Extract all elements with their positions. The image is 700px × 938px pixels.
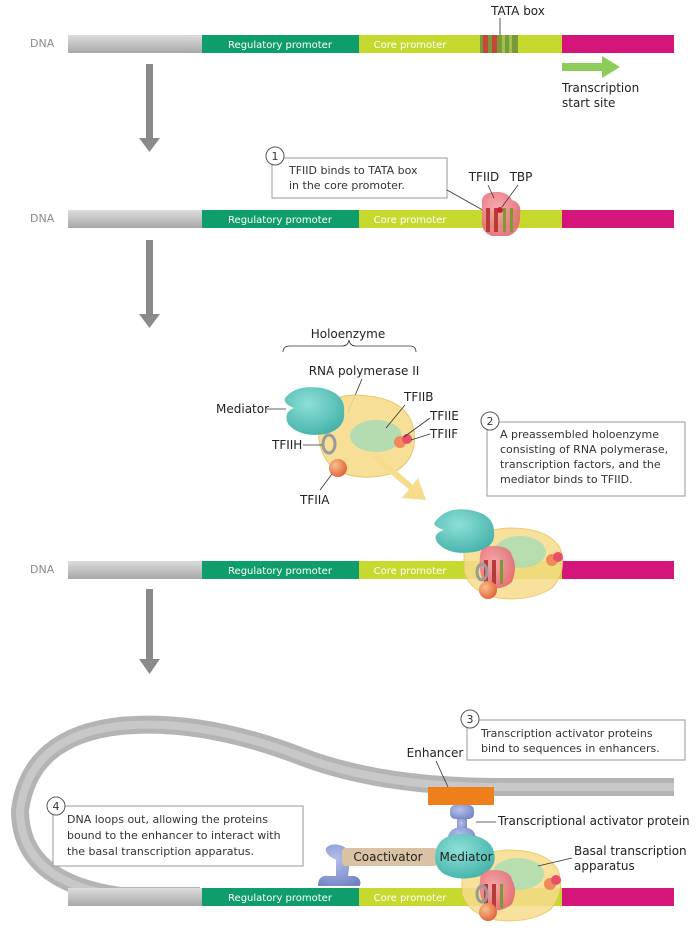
dna-row-1: DNA Regulatory promoter Core promoter TA… bbox=[30, 4, 674, 110]
regulatory-promoter-label: Regulatory promoter bbox=[228, 40, 333, 51]
tfiih-shape bbox=[321, 433, 337, 455]
step-1-callout: 1 TFIID binds to TATA box in the core pr… bbox=[265, 146, 489, 214]
holoenzyme-bracket bbox=[282, 339, 417, 353]
tfiid-leader bbox=[487, 184, 495, 199]
dna-label: DNA bbox=[30, 212, 55, 225]
tfiia-leader bbox=[319, 473, 333, 491]
step-1-box bbox=[271, 157, 448, 199]
step-3-line-2: bind to sequences in enhancers. bbox=[481, 742, 660, 755]
step-2-line-3: transcription factors, and the bbox=[500, 458, 661, 471]
transcription-start-label-1: Transcription bbox=[561, 81, 639, 95]
dna-label: DNA bbox=[30, 563, 55, 576]
tfiie-label: TFIIE bbox=[429, 409, 459, 423]
transcription-start-label-2: start site bbox=[562, 96, 615, 110]
enhancer-segment bbox=[428, 787, 494, 805]
bound-holoenzyme bbox=[434, 509, 564, 600]
step-2-callout: 2 A preassembled holoenzyme consisting o… bbox=[480, 411, 686, 497]
dna-row-3: DNA Regulatory promoter Core promoter bbox=[30, 509, 674, 600]
core-promoter-label: Core promoter bbox=[374, 215, 448, 226]
step-4-line-2: bound to the enhancer to interact with bbox=[67, 829, 281, 842]
tfiia-label: TFIIA bbox=[299, 493, 330, 507]
step-1-number: 1 bbox=[272, 150, 279, 163]
step-3-number: 3 bbox=[467, 713, 474, 726]
tfiif-label: TFIIF bbox=[429, 427, 458, 441]
tfiib-shape bbox=[350, 420, 402, 452]
step-3-line-1: Transcription activator proteins bbox=[480, 727, 653, 740]
mediator-label: Mediator bbox=[216, 402, 269, 416]
tata-box-segment bbox=[480, 35, 518, 53]
step-arrow-1 bbox=[139, 64, 160, 152]
gene-segment bbox=[562, 888, 674, 906]
dna-label: DNA bbox=[30, 37, 55, 50]
step-arrow-2 bbox=[139, 240, 160, 328]
coactivator-bar bbox=[342, 848, 438, 866]
tfiid-label: TFIID bbox=[468, 170, 500, 184]
step-1-badge bbox=[265, 146, 285, 166]
tfiie-leader bbox=[403, 417, 431, 438]
step-1-pointer bbox=[446, 189, 489, 214]
regulatory-promoter-label: Regulatory promoter bbox=[228, 566, 333, 577]
holoenzyme-assembly: Holoenzyme RNA polymerase II Mediator TF… bbox=[216, 327, 459, 507]
step-3-box bbox=[466, 719, 686, 761]
holoenzyme-label: Holoenzyme bbox=[311, 327, 386, 341]
coactivator-label: Coactivator bbox=[353, 850, 422, 864]
step-1-line-2: in the core promoter. bbox=[289, 179, 405, 192]
step-2-line-2: consisting of RNA polymerase, bbox=[500, 443, 668, 456]
regulatory-promoter-segment bbox=[202, 888, 359, 906]
tfiif-shape bbox=[402, 434, 412, 444]
step-3-badge bbox=[460, 709, 480, 729]
transcription-start-arrow bbox=[562, 56, 620, 78]
regulatory-promoter-segment bbox=[202, 210, 359, 228]
basal-apparatus-label-2: apparatus bbox=[574, 859, 635, 873]
enhancer-leader bbox=[435, 760, 449, 788]
step-2-badge bbox=[480, 411, 500, 431]
step-3-callout: 3 Transcription activator proteins bind … bbox=[460, 709, 686, 761]
step-2-box bbox=[486, 421, 686, 497]
gene-segment bbox=[562, 561, 674, 579]
tfiib-leader bbox=[385, 404, 406, 429]
basal-apparatus-shape bbox=[435, 834, 562, 922]
step-2-number: 2 bbox=[487, 415, 494, 428]
core-promoter-label: Core promoter bbox=[374, 40, 448, 51]
regulatory-promoter-segment bbox=[202, 35, 359, 53]
regulatory-promoter-segment bbox=[202, 561, 359, 579]
tata-box-label: TATA box bbox=[490, 4, 545, 18]
enhancer-label: Enhancer bbox=[407, 746, 464, 760]
activator-protein-label: Transcriptional activator protein bbox=[497, 814, 690, 828]
regulatory-promoter-label: Regulatory promoter bbox=[228, 893, 333, 904]
step-2-line-4: mediator binds to TFIID. bbox=[500, 473, 633, 486]
gene-segment bbox=[562, 35, 674, 53]
dna-loop-row: Enhancer Regulatory promoter Core promot… bbox=[10, 715, 690, 922]
step-4-number: 4 bbox=[53, 800, 60, 813]
step-4-box bbox=[52, 805, 304, 867]
tfiib-label: TFIIB bbox=[403, 390, 434, 404]
step-4-callout: 4 DNA loops out, allowing the proteins b… bbox=[46, 796, 304, 867]
tfiid-complex bbox=[481, 191, 521, 236]
gene-segment bbox=[562, 210, 674, 228]
core-promoter-label: Core promoter bbox=[374, 893, 448, 904]
basal-apparatus-label-1: Basal transcription bbox=[574, 844, 687, 858]
step-2-line-1: A preassembled holoenzyme bbox=[500, 428, 659, 441]
regulatory-promoter-label: Regulatory promoter bbox=[228, 215, 333, 226]
step-4-line-1: DNA loops out, allowing the proteins bbox=[67, 813, 268, 826]
step-4-badge bbox=[46, 796, 66, 816]
mediator-inner-label: Mediator bbox=[439, 850, 492, 864]
mediator-shape bbox=[284, 387, 345, 435]
step-4-line-3: the basal transcription apparatus. bbox=[67, 845, 254, 858]
tfiia-shape bbox=[329, 459, 347, 477]
tfiih-label: TFIIH bbox=[271, 438, 302, 452]
dna-strand bbox=[68, 888, 202, 906]
dna-row-2: DNA Regulatory promoter Core promoter TF… bbox=[30, 170, 674, 236]
coactivator-protein-shape bbox=[318, 844, 438, 886]
rna-polymerase-label: RNA polymerase II bbox=[309, 364, 420, 378]
basal-apparatus-leader bbox=[537, 857, 573, 867]
holoenzyme-binding-arrow bbox=[372, 453, 426, 500]
tbp-label: TBP bbox=[509, 170, 533, 184]
step-arrow-3 bbox=[139, 589, 160, 674]
tfiif-leader bbox=[410, 433, 431, 441]
tbp-leader bbox=[501, 184, 519, 208]
step-1-line-1: TFIID binds to TATA box bbox=[288, 164, 418, 177]
core-promoter-label: Core promoter bbox=[374, 566, 448, 577]
